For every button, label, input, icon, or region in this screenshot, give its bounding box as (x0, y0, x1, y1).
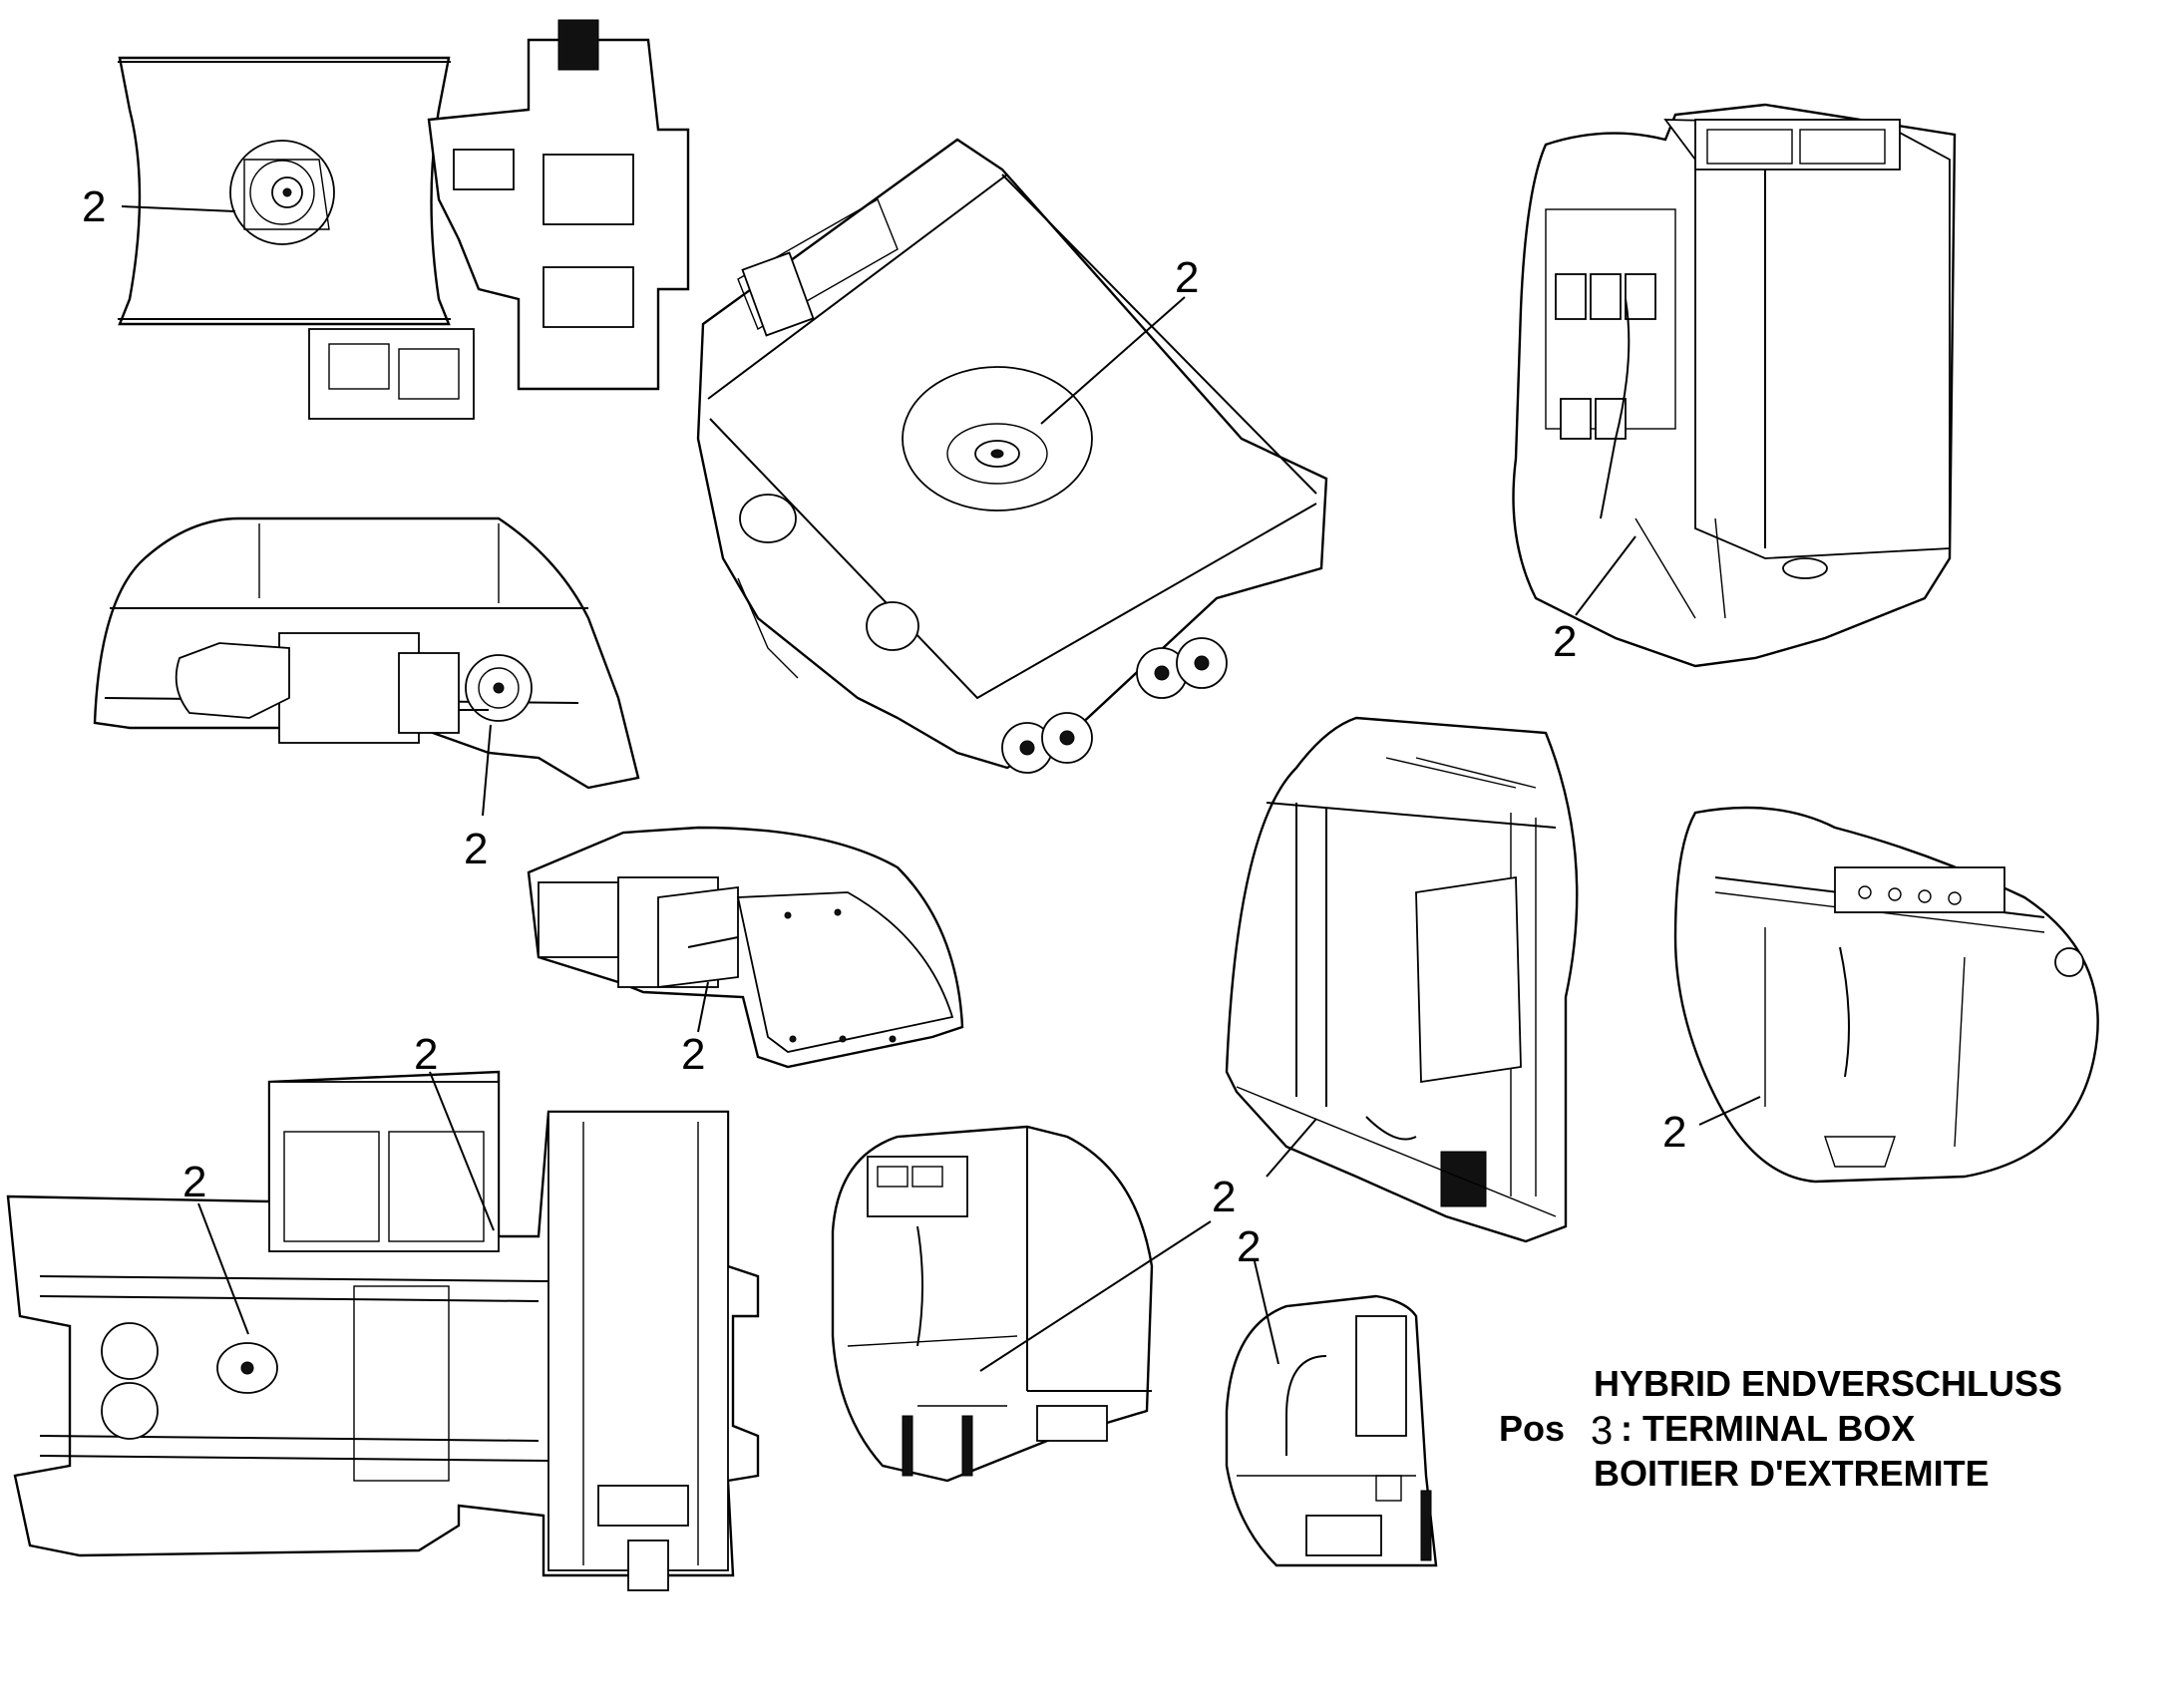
callout-2: 2 (82, 182, 106, 231)
callout-2: 2 (414, 1030, 438, 1079)
view-left-middle-detail: 2 (93, 516, 640, 873)
view-center-right-detail (1225, 716, 1579, 1243)
view-top-left-bogie-frame: 2 (82, 19, 690, 420)
callout-2: 2 (1212, 1173, 1236, 1221)
view-right-blob-detail: 2 (1662, 806, 2099, 1184)
view-center-bottom-detail (831, 1125, 1212, 1483)
view-center-isometric-bogie: 2 (696, 138, 1328, 774)
legend-line-3: BOITIER D'EXTREMITE (1594, 1453, 1990, 1494)
callout-2: 2 (1662, 1108, 1686, 1157)
view-top-right-cabinet: 2 (1512, 103, 1957, 668)
view-bottom-left-top-view: 2 2 (6, 1030, 760, 1591)
callout-2: 2 (464, 825, 488, 873)
legend-line-1: HYBRID ENDVERSCHLUSS (1594, 1363, 2062, 1404)
legend-pos-number: 3 (1591, 1409, 1613, 1453)
view-bottom-right-detail (1225, 1260, 1438, 1567)
callout-2: 2 (1237, 1222, 1261, 1271)
callout-2: 2 (182, 1158, 206, 1206)
callout-2: 2 (1553, 617, 1577, 666)
legend-line-2: : TERMINAL BOX (1621, 1408, 1915, 1449)
callout-2: 2 (681, 1030, 705, 1079)
legend-pos-label: Pos (1499, 1408, 1565, 1449)
callout-2: 2 (1175, 253, 1199, 302)
view-left-center-detail: 2 (527, 826, 964, 1079)
legend: HYBRID ENDVERSCHLUSS Pos 3 : TERMINAL BO… (1499, 1363, 2062, 1494)
